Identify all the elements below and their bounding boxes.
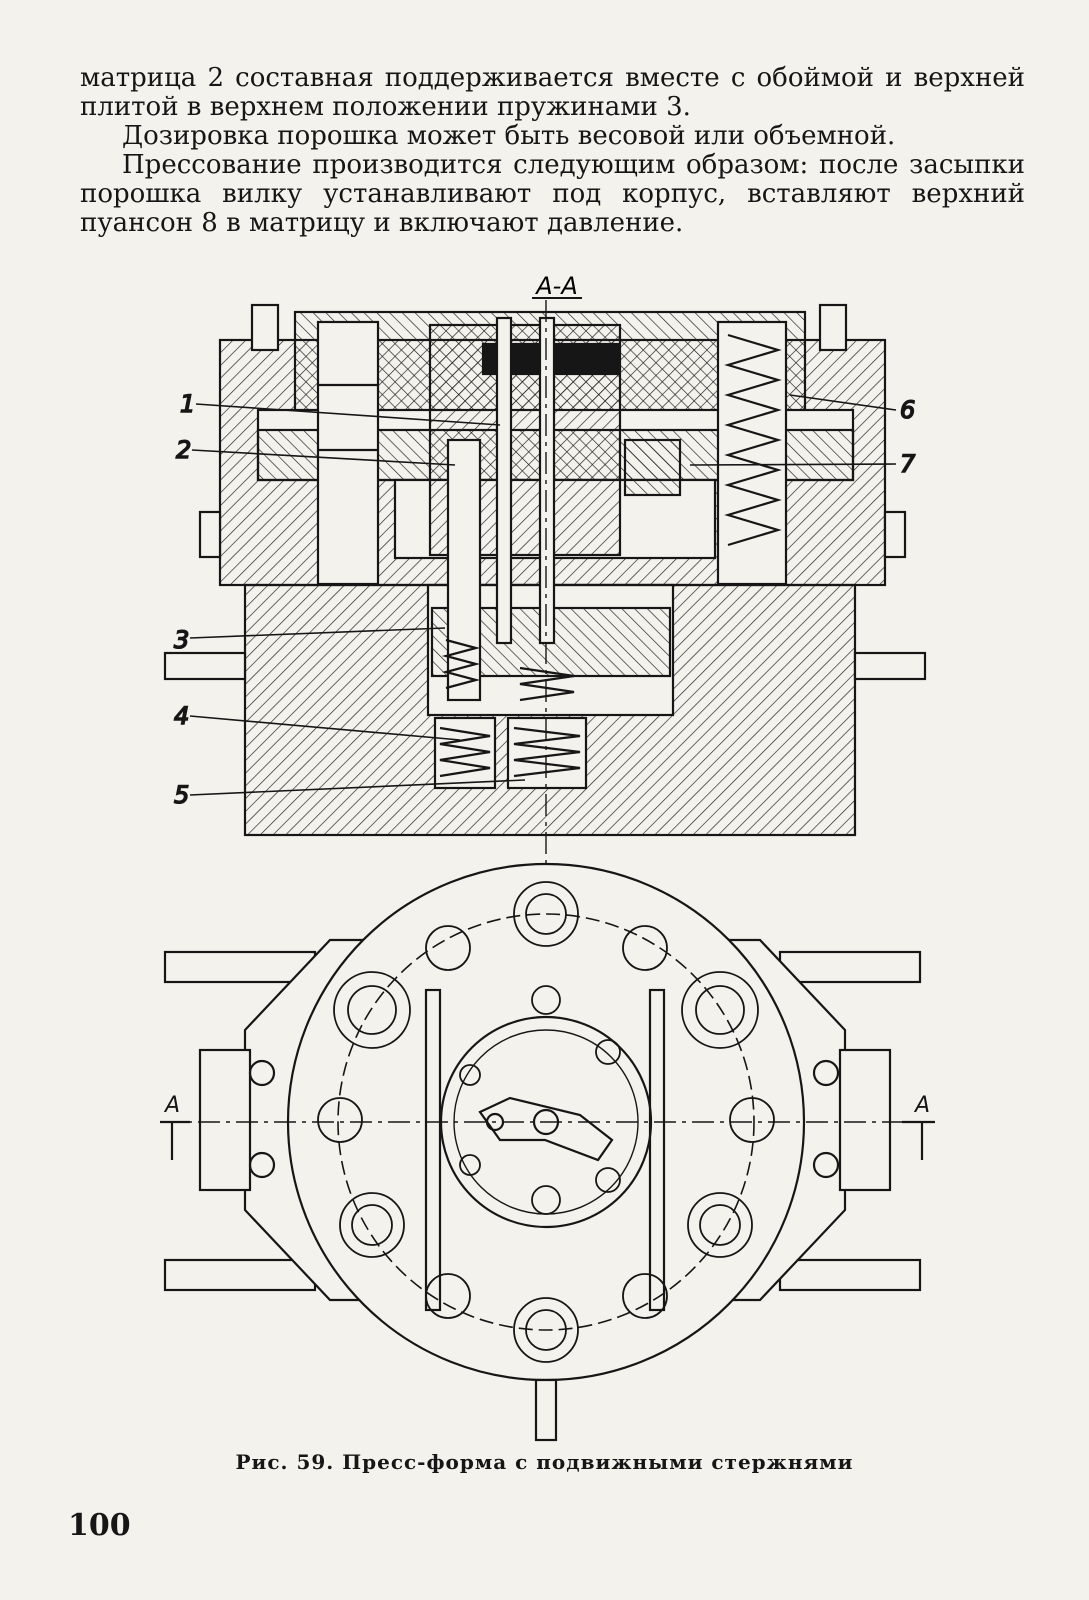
callout-3: 3 (174, 626, 189, 654)
spring-4 (439, 726, 491, 778)
callout-1: 1 (180, 390, 195, 418)
callout-6: 6 (900, 396, 915, 424)
paragraph-3-line-1: Прессование производится следующим образ… (122, 150, 1025, 180)
figure-caption: Рис. 59. Пресс-форма с подвижными стержн… (235, 1450, 854, 1474)
callouts: 1 2 3 4 5 6 7 (173, 389, 917, 810)
callout-2: 2 (176, 436, 191, 464)
spring-5 (513, 726, 581, 778)
callout-4: 4 (174, 702, 189, 730)
paragraph-1-line-2: плитой в верхнем положении пружинами 3. (80, 92, 691, 122)
callout-5: 5 (174, 781, 189, 809)
section-label: А-А (534, 272, 578, 300)
paragraph-3-line-3: пуансон 8 в матрицу и включают давление. (80, 208, 684, 238)
paragraph-1-line-1: матрица 2 составная поддерживается вмест… (80, 63, 1025, 93)
plan-view (160, 862, 935, 1442)
core-rod-2 (446, 438, 482, 702)
body-text: матрица 2 составная поддерживается вмест… (80, 64, 1025, 238)
spring-6 (724, 333, 782, 547)
section-view (163, 300, 927, 1440)
page-number: 100 (68, 1508, 131, 1543)
cut-mark-left: А (163, 1093, 180, 1118)
paragraph-2-line-1: Дозировка порошка может быть весовой или… (122, 121, 896, 151)
paragraph-3-line-2: порошка вилку устанавливают под корпус, … (80, 179, 1025, 209)
cut-mark-right: А (913, 1093, 930, 1118)
guide-column (316, 320, 380, 586)
callout-7: 7 (900, 450, 916, 478)
